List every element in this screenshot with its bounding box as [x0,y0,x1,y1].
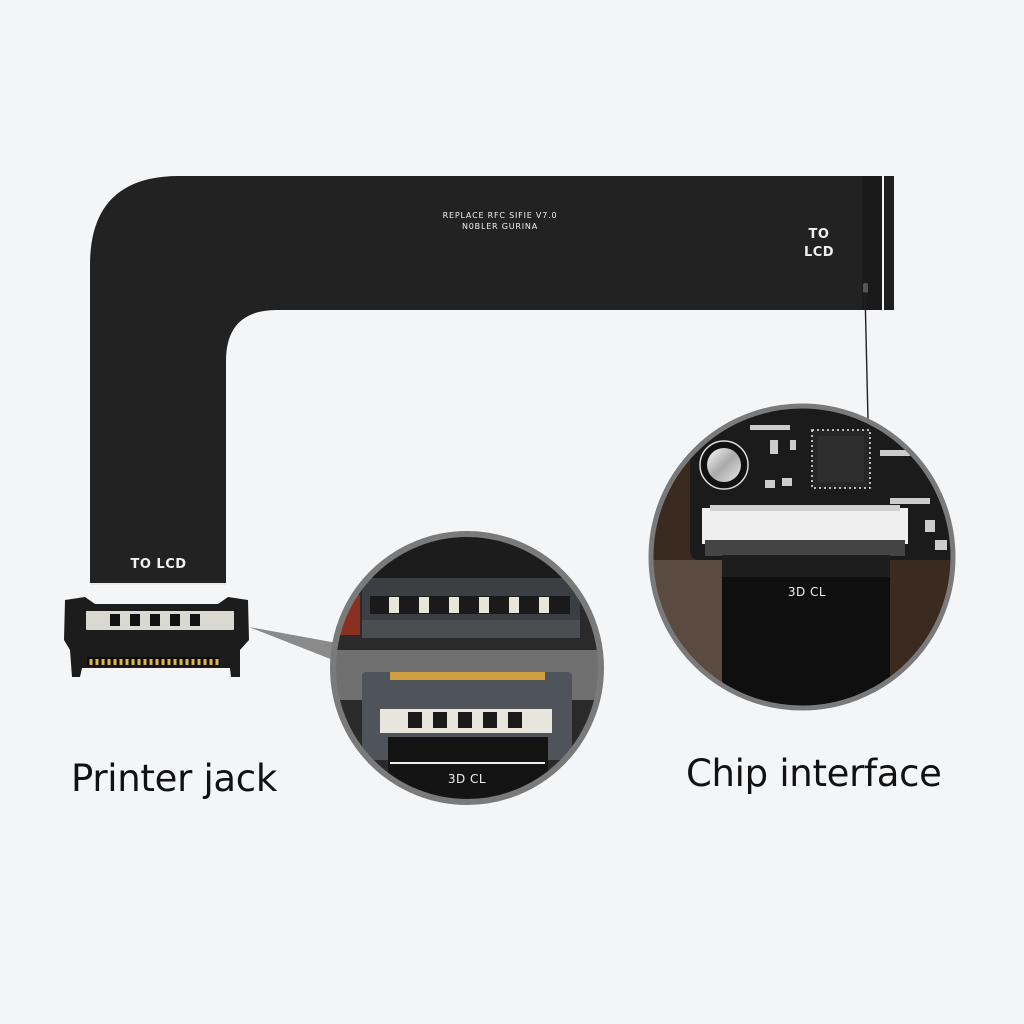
leader-line-chip [864,291,869,421]
cable-printed-line-1: REPLACE RFC SIFIE V7.0 [442,211,558,220]
cable-marker [863,283,868,293]
chip-interface-zoom-cable-label: 3D CL [787,585,827,599]
cable-left-end-label: TO LCD [130,557,187,572]
printer-jack-zoom-cable-label: 3D CL [447,772,487,786]
cable-printed-line-2: N0BLER GURINA [461,222,538,231]
chip-interface-caption: Chip interface [686,752,942,795]
printer-jack-zoom-circle [330,531,604,805]
printer-jack-caption: Printer jack [71,757,277,800]
zoom-pointer [249,627,337,660]
printer-jack-connector [64,597,249,677]
cable-printed-text: REPLACE RFC SIFIE V7.0 N0BLER GURINA [380,210,620,232]
chip-interface-zoom-circle [648,403,956,711]
flex-cable [90,176,894,585]
cable-right-end-label: TO LCD [803,227,835,260]
